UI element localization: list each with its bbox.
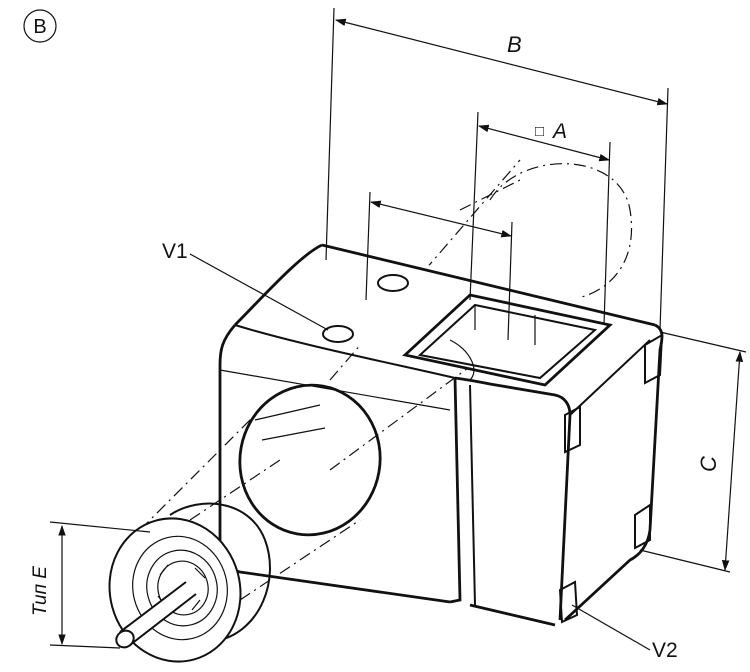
front-bore (238, 383, 382, 537)
housing-split-line-2 (469, 384, 476, 606)
dim-e-label: Тип E (30, 566, 51, 616)
view-badge-letter: B (33, 16, 46, 38)
callout-v1-label: V1 (162, 240, 188, 263)
dimension-b: B (325, 7, 669, 331)
view-badge-circle (23, 9, 57, 43)
dimension-e: Тип E (30, 521, 151, 649)
dim-a-symbol: □ (535, 123, 544, 140)
pin-end (115, 629, 135, 649)
clamp-spring (449, 339, 475, 381)
dim-c-ext-bottom (639, 549, 731, 573)
callout-v1-leader (189, 253, 329, 331)
front-bore-inner-line-2 (261, 427, 326, 441)
dim-inner-line (369, 200, 513, 238)
right-tab-side-bottom (634, 503, 651, 550)
dim-b-line (334, 18, 669, 106)
callout-v2-label: V2 (652, 639, 678, 662)
callout-v2: V2 (571, 604, 678, 662)
housing-bottom-edge (469, 603, 556, 627)
right-tab-top (644, 333, 664, 385)
housing-right-side-outline (564, 323, 664, 622)
dim-b-ext-left (325, 7, 335, 261)
rear-shaft-end-arc (489, 163, 633, 301)
housing-right-top-edge (569, 339, 651, 416)
front-shaft-bottom-line (239, 519, 361, 601)
hub-collet-ring (146, 549, 218, 627)
callout-v2-leader (571, 604, 651, 651)
rear-shaft-inner-line (459, 179, 521, 211)
front-shaft-mid-line (189, 459, 281, 521)
housing-front-outline (218, 324, 451, 604)
dim-a-label: A (551, 120, 567, 143)
front-shaft-top-line (139, 409, 261, 531)
front-bore-inner-line-1 (254, 404, 321, 421)
dim-b-label: B (507, 32, 522, 57)
dim-e-ext-top (49, 521, 151, 533)
housing-top-back-edge (321, 243, 656, 327)
dim-c-line (721, 350, 744, 572)
top-hole-1 (377, 274, 409, 292)
dim-e-ext-bottom (49, 644, 121, 649)
housing-front-top-edge (234, 324, 456, 379)
front-shaft (139, 409, 361, 601)
view-badge: B (23, 9, 57, 43)
hub-face (108, 517, 242, 663)
housing (218, 243, 664, 627)
dim-a-ext-left (469, 111, 479, 301)
pin-sides (119, 581, 197, 646)
housing-top-left-edge (234, 243, 323, 326)
top-hole-v1 (322, 325, 354, 343)
dim-inner-ext-left (365, 191, 371, 301)
dim-inner-ext-right (507, 221, 513, 341)
pin-end-fill (116, 630, 134, 648)
square-opening-outer (402, 293, 613, 387)
dim-c-ext-top (659, 331, 747, 353)
dimension-inner (365, 191, 513, 341)
hub-back-rim (169, 502, 271, 641)
square-opening-inner (417, 303, 598, 380)
dimension-c: C (639, 331, 747, 573)
housing-split-line (449, 377, 462, 604)
dim-c-label: C (696, 456, 721, 472)
hub (108, 502, 271, 663)
pin-fill (120, 580, 198, 645)
housing-right-block-front (454, 376, 572, 621)
hub-core-ring (157, 560, 209, 616)
hub-inner-ring (132, 535, 228, 641)
dim-b-ext-right (659, 87, 669, 331)
dim-a-line (477, 124, 611, 162)
callout-v1: V1 (162, 240, 329, 331)
right-tab-front-top (564, 405, 581, 454)
dim-a-ext-right (603, 141, 611, 326)
housing-top-face-fill (260, 245, 660, 370)
hub-collet-slots (157, 564, 206, 611)
right-tab-bottom-v2 (558, 580, 579, 624)
